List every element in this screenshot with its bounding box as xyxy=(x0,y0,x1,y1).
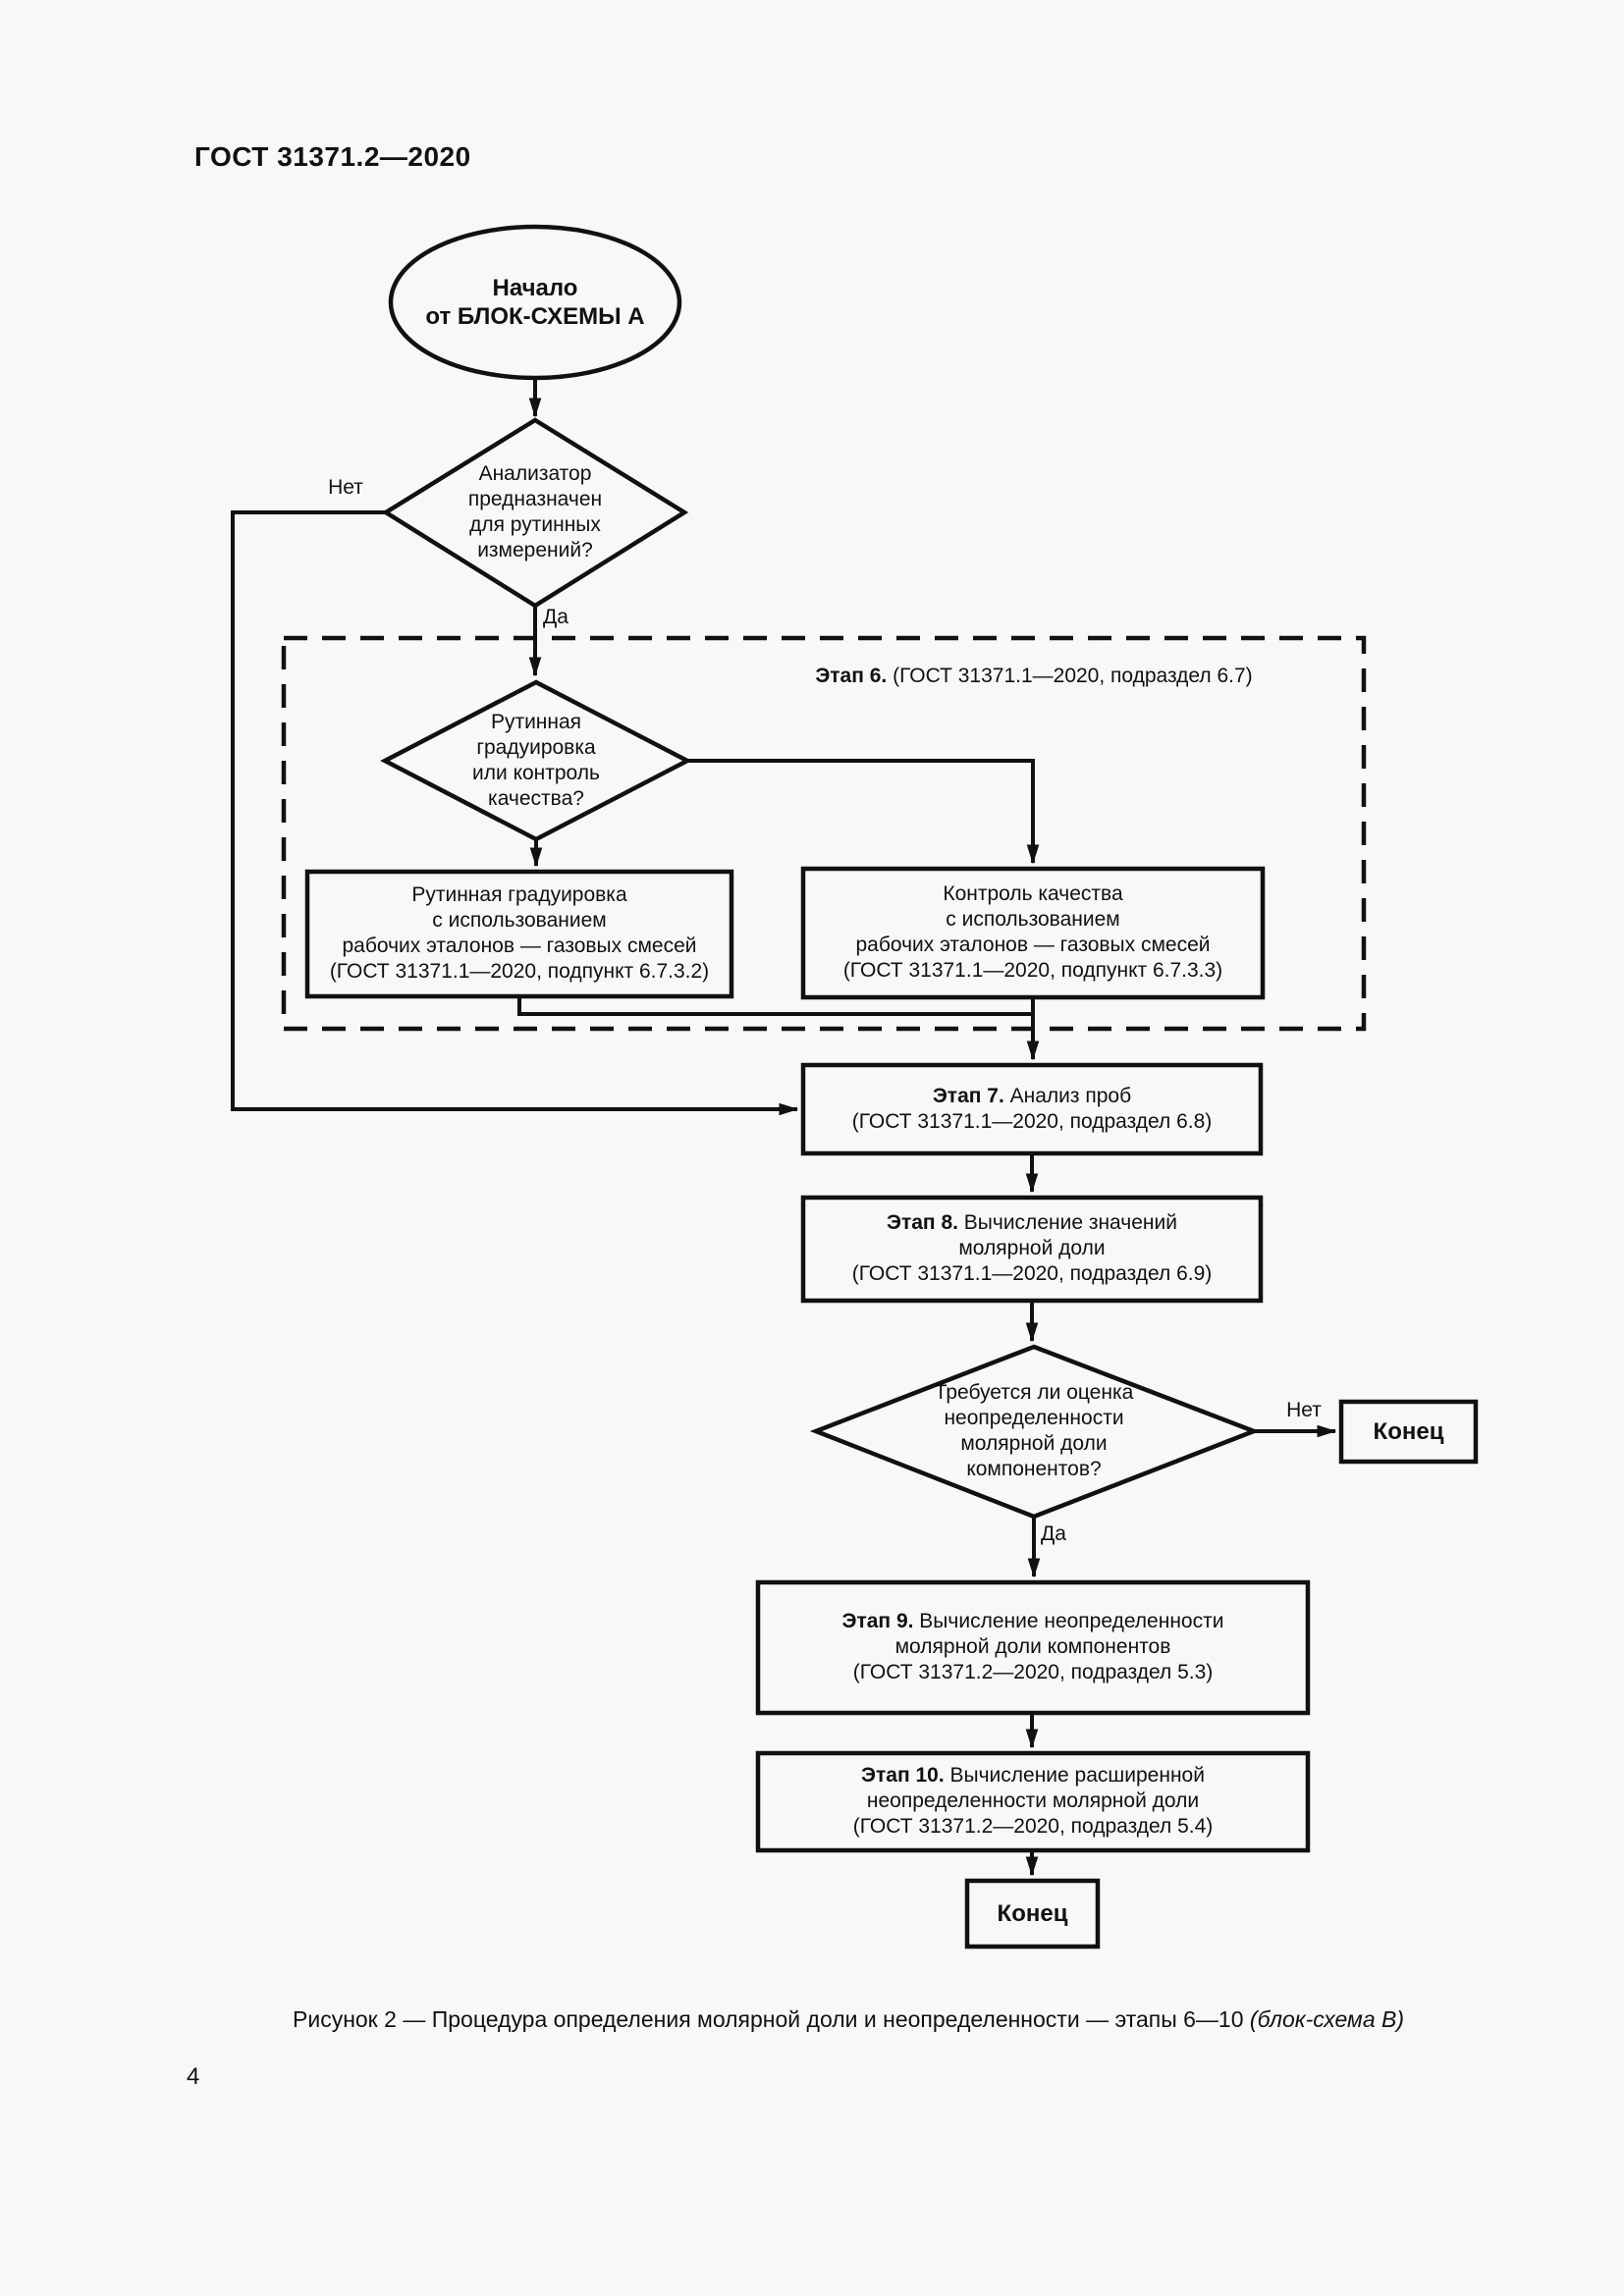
connector-routine-box-merge xyxy=(517,996,1033,1016)
step8-box-shape xyxy=(800,1195,1264,1304)
end-no-branch-label: Конец xyxy=(1373,1418,1444,1445)
decision-calibration-label: Рутинная градуировка или контроль качест… xyxy=(472,711,600,810)
step10-label-text: Вычисление расширенной неопределенности … xyxy=(852,1764,1214,1838)
step9-label-prefix: Этап 9. xyxy=(841,1610,914,1632)
step9-box-label: Этап 9. Вычисление неопределенности моля… xyxy=(758,1609,1308,1685)
decision-analyzer-label: Анализатор предназначен для рутинных изм… xyxy=(467,462,603,561)
figure-caption-italic: (блок-схема В) xyxy=(1249,2006,1404,2032)
end-final-label: Конец xyxy=(997,1900,1068,1927)
step8-box-label: Этап 8. Вычисление значений молярной дол… xyxy=(803,1210,1261,1287)
stage6-group-frame xyxy=(281,635,1367,1032)
connector-no-branch-to-step7 xyxy=(231,510,799,1116)
stage6-group-label: Этап 6. (ГОСТ 31371.1—2020, подраздел 6.… xyxy=(746,664,1322,689)
document-header: ГОСТ 31371.2—2020 xyxy=(194,141,471,172)
decision-analyzer-no-label: Нет xyxy=(328,476,363,499)
step10-box-label: Этап 10. Вычисление расширенной неопреде… xyxy=(758,1763,1308,1840)
step8-label-prefix: Этап 8. xyxy=(887,1211,958,1234)
step9-box-shape xyxy=(755,1579,1311,1716)
decision-analyzer-yes-label: Да xyxy=(543,606,568,628)
start-terminator-label: Начало от БЛОК-СХЕМЫ А xyxy=(425,275,645,330)
step7-label-text: Анализ проб (ГОСТ 31371.1—2020, подразде… xyxy=(851,1085,1213,1133)
figure-caption-text: Рисунок 2 — Процедура определения молярн… xyxy=(293,2006,1250,2032)
step7-box-label: Этап 7. Анализ проб (ГОСТ 31371.1—2020, … xyxy=(803,1084,1261,1135)
quality-control-box-shape xyxy=(800,866,1266,1000)
end-no-branch-shape xyxy=(1338,1399,1479,1465)
decision-uncertainty-label: Требуется ли оценка неопределенности мол… xyxy=(934,1381,1134,1480)
routine-calibration-box-label: Рутинная градуировка с использованием ра… xyxy=(329,883,710,983)
stage6-group-label-prefix: Этап 6. xyxy=(815,665,888,687)
connector-decision2-to-quality-box xyxy=(687,759,1040,865)
step8-label-text: Вычисление значений молярной доли (ГОСТ … xyxy=(851,1211,1213,1285)
figure-caption: Рисунок 2 — Процедура определения молярн… xyxy=(73,2005,1624,2033)
step10-label-prefix: Этап 10. xyxy=(861,1764,945,1787)
end-final-shape xyxy=(964,1878,1101,1949)
step10-box-shape xyxy=(755,1750,1311,1853)
page-number: 4 xyxy=(187,2063,200,2090)
step9-label-text: Вычисление неопределенности молярной дол… xyxy=(852,1610,1224,1683)
decision-uncertainty-no-label: Нет xyxy=(1286,1399,1322,1421)
stage6-group-label-text: (ГОСТ 31371.1—2020, подраздел 6.7) xyxy=(887,665,1253,687)
routine-calibration-box-shape xyxy=(304,869,734,999)
step7-label-prefix: Этап 7. xyxy=(932,1085,1004,1107)
quality-control-box-label: Контроль качества с использованием рабоч… xyxy=(842,882,1223,982)
decision-uncertainty-yes-label: Да xyxy=(1041,1522,1066,1545)
